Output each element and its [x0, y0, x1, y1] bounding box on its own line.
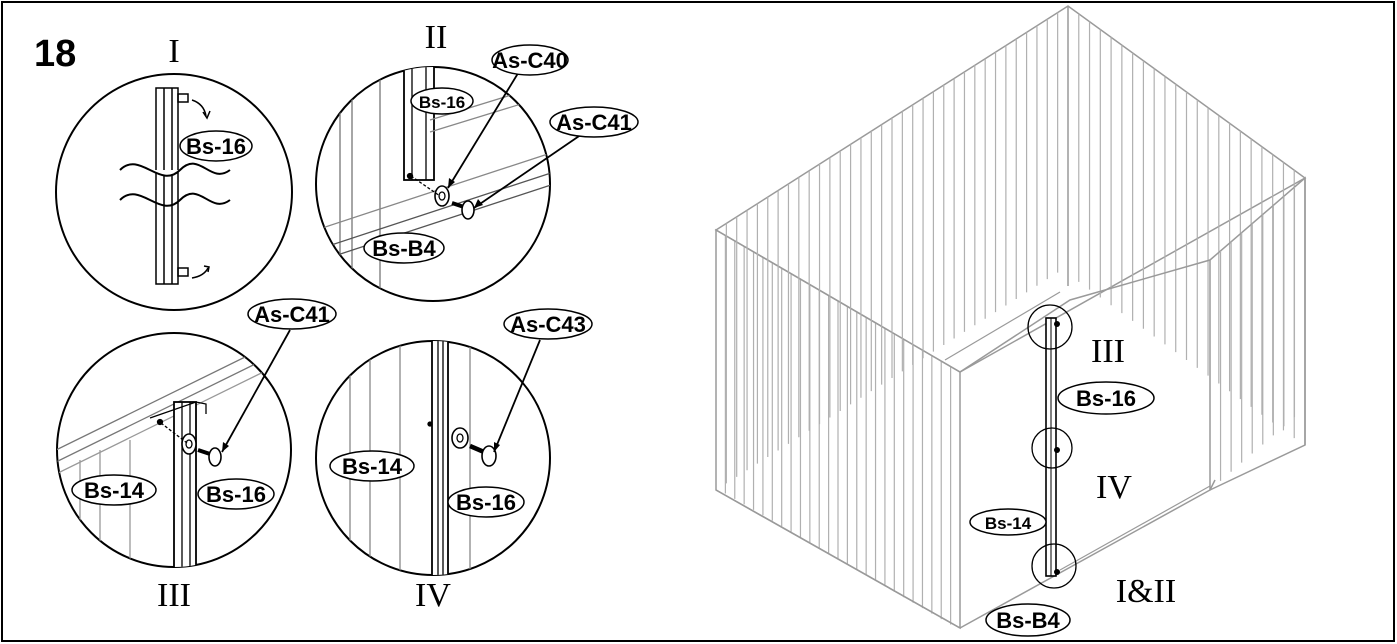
detail-iii-caption: III — [157, 577, 191, 614]
callout-iv: IV — [1096, 469, 1132, 506]
svg-text:Bs-14: Bs-14 — [985, 514, 1032, 533]
callout-circle-iv — [1031, 427, 1073, 469]
svg-text:Bs-B4: Bs-B4 — [372, 236, 436, 261]
shed-back-wall-ribs — [725, 12, 1059, 484]
label-bs-16-detail-ii: Bs-16 — [410, 87, 474, 115]
label-bs-16-detail-i: Bs-16 — [179, 130, 253, 162]
shed-front-wall-ribs — [1219, 187, 1296, 481]
label-as-c41-detail-ii: As-C41 — [473, 106, 639, 209]
callout-iii: III — [1091, 333, 1125, 370]
detail-i-caption: I — [168, 33, 179, 70]
label-bs-16-detail-iii: Bs-16 — [197, 478, 275, 510]
label-as-c41-detail-iii: As-C41 — [221, 298, 337, 453]
svg-text:As-C40: As-C40 — [492, 48, 568, 73]
svg-text:As-C41: As-C41 — [556, 110, 632, 135]
label-bs-16-main: Bs-16 — [1057, 381, 1155, 415]
label-bs-b4-detail-ii: Bs-B4 — [363, 232, 445, 264]
svg-text:Bs-14: Bs-14 — [342, 454, 403, 479]
label-bs-16-detail-iv: Bs-16 — [447, 486, 525, 518]
callout-i-ii: I&II — [1116, 573, 1176, 610]
label-bs-14-main: Bs-14 — [969, 508, 1047, 536]
svg-text:Bs-16: Bs-16 — [206, 482, 266, 507]
svg-text:Bs-B4: Bs-B4 — [996, 608, 1060, 633]
callout-circle-iii — [1027, 304, 1073, 350]
label-bs-14-detail-iv: Bs-14 — [329, 450, 415, 482]
detail-i: I Bs-16 — [55, 33, 293, 311]
detail-ii: II Bs-16 As-C40 As-C41 Bs-B4 — [315, 19, 639, 302]
svg-text:As-C41: As-C41 — [254, 302, 330, 327]
shed-main-view: III IV I&II Bs-16 Bs-14 Bs-B4 — [714, 5, 1307, 637]
svg-text:Bs-14: Bs-14 — [84, 478, 145, 503]
detail-ii-caption: II — [425, 19, 448, 56]
step-number: 18 — [34, 33, 76, 75]
detail-iv: IV As-C43 Bs-14 Bs-16 — [315, 308, 593, 614]
label-as-c43: As-C43 — [493, 308, 593, 453]
shed-right-wall-ribs — [1078, 13, 1295, 439]
detail-iii: III As-C41 Bs-14 Bs-16 — [56, 298, 337, 614]
label-bs-b4-main: Bs-B4 — [985, 603, 1071, 637]
svg-text:As-C43: As-C43 — [510, 312, 586, 337]
svg-text:Bs-16: Bs-16 — [456, 490, 516, 515]
label-bs-14-detail-iii: Bs-14 — [71, 474, 157, 506]
svg-text:Bs-16: Bs-16 — [1076, 386, 1136, 411]
svg-text:Bs-16: Bs-16 — [419, 93, 465, 112]
detail-iv-caption: IV — [415, 577, 451, 614]
svg-text:Bs-16: Bs-16 — [186, 134, 246, 159]
callout-circle-i-ii — [1031, 543, 1077, 589]
label-as-c40: As-C40 — [447, 44, 569, 189]
